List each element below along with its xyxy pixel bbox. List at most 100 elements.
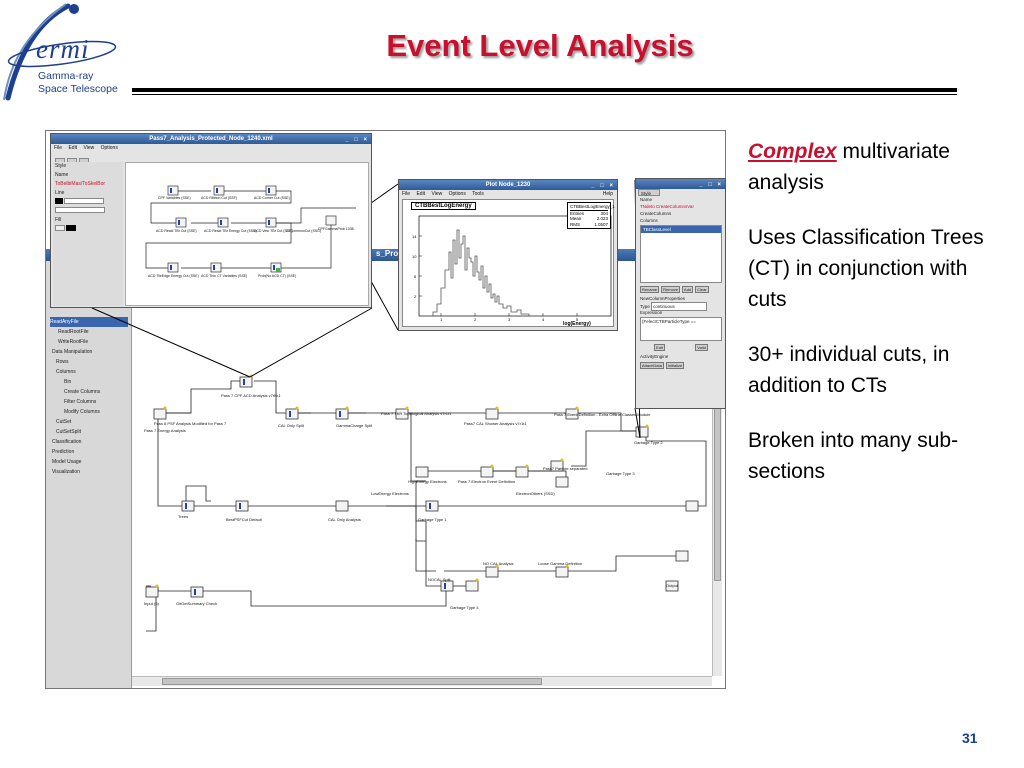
horizontal-scrollbar[interactable] — [132, 676, 712, 686]
subnode-label: ACD Resid TBr Cut (SSE) — [156, 229, 197, 233]
tree-item[interactable]: Modify Columns — [64, 409, 100, 415]
tree-item[interactable]: ReadRootFile — [58, 329, 89, 335]
tree-item[interactable]: WriteRootFile — [58, 339, 89, 345]
menu-item[interactable]: File — [54, 145, 63, 151]
svg-text:5: 5 — [576, 317, 579, 322]
fill-label: Fill — [55, 217, 62, 223]
menu-item[interactable]: Edit — [68, 145, 78, 151]
title-rule-thick — [132, 88, 957, 92]
style-tab[interactable]: Style — [638, 189, 660, 196]
menu-item[interactable]: View — [431, 191, 443, 197]
name-value: ToBelbiMas/ToSkelBor — [55, 181, 106, 187]
node-label: Garbage Type 3 — [606, 471, 635, 476]
tree-item-selected[interactable]: ReadAnyFile — [50, 317, 128, 327]
bullet-2: Uses Classification Trees (CT) in conjun… — [748, 226, 984, 311]
fill-selector[interactable] — [53, 225, 123, 234]
stats-value: 2.023 — [596, 216, 608, 221]
tree-item[interactable]: CutSet — [56, 419, 72, 425]
subnode-label: CPF Variables (SSE) — [158, 196, 191, 200]
x-axis-label: log(Energy) — [563, 321, 591, 327]
tree-item[interactable]: Bin — [64, 379, 72, 385]
type-row: Type continuous — [638, 302, 724, 311]
tree-item[interactable]: Filter Columns — [64, 399, 97, 405]
columns-list[interactable]: TBClassLevel — [640, 225, 722, 283]
menu-item[interactable]: Options — [100, 145, 118, 151]
style-tab[interactable]: Style — [55, 163, 67, 169]
properties-titlebar: _ □ × — [636, 179, 725, 189]
line-selector[interactable] — [53, 198, 123, 207]
svg-text:1: 1 — [440, 317, 443, 322]
clear-button[interactable]: Clear — [695, 286, 709, 293]
name-label: Name — [55, 172, 69, 178]
tree-item[interactable]: Columns — [56, 369, 76, 375]
menu-item[interactable]: File — [402, 191, 411, 197]
node-label: Output — [666, 583, 679, 588]
node-label: Pass 7 CPF ACD Analysis v7rNr1 — [221, 393, 281, 398]
node-label: GltGetSummary Check — [176, 601, 218, 606]
remove-button[interactable]: Remove — [661, 286, 681, 293]
tree-item[interactable]: Data Manipulation — [52, 349, 93, 355]
tree-item[interactable]: Model Usage — [52, 459, 82, 465]
stats-value: 304 — [600, 210, 608, 216]
node-label: Pass 7 TKR Topological Analysis v7r1t1 — [381, 411, 452, 416]
scrollbar-thumb[interactable] — [162, 678, 542, 685]
node-label: GammaCharge Split — [336, 423, 373, 428]
column-buttons: Rename Remove Add Clear — [638, 284, 724, 295]
subnode-label: ACD Ribbon Cut (SSF) — [201, 196, 237, 200]
node-label: Loose Gamma Definition — [538, 561, 583, 566]
xml-editor-window: Pass7_Analysis_Protected_Node_1240.xml _… — [50, 133, 372, 308]
xml-window-titlebar: Pass7_Analysis_Protected_Node_1240.xml _… — [51, 134, 371, 144]
column-item-selected[interactable]: TBClassLevel — [641, 226, 721, 233]
menu-item[interactable]: Tools — [472, 191, 484, 197]
node-label: Pass7 CAL Shower Analysis v7r1t1 — [464, 421, 527, 426]
tree-item[interactable]: Prediction — [52, 449, 75, 455]
node-label: BestPSFCut Default — [226, 517, 262, 522]
subnode-label: ACD Corner Cut (SSE) — [254, 196, 290, 200]
rename-button[interactable]: Rename — [640, 286, 660, 293]
menu-item[interactable]: Options — [448, 191, 466, 197]
attach-data-button[interactable]: AttachData — [640, 362, 664, 369]
node-label: Pass7 Particle separated — [543, 466, 588, 471]
node-label: Pass 7 Energy Analysis — [144, 428, 186, 433]
svg-text:2: 2 — [474, 317, 477, 322]
menu-item[interactable]: Edit — [416, 191, 426, 197]
window-controls[interactable]: _ □ × — [699, 182, 723, 188]
window-controls[interactable]: _ □ × — [345, 137, 369, 143]
histogram-line — [419, 229, 611, 317]
node-label: Garbage Type 1 — [418, 517, 447, 522]
add-button[interactable]: Add — [682, 286, 694, 293]
menu-item[interactable]: View — [83, 145, 95, 151]
line-style-selector[interactable] — [53, 207, 123, 216]
tree-item[interactable]: CutSetSplit — [56, 429, 82, 435]
node-label: Input (5) — [144, 601, 159, 606]
svg-text:2: 2 — [414, 294, 417, 299]
edit-button[interactable]: Edit — [654, 344, 666, 351]
menu-item[interactable]: Help — [602, 191, 613, 197]
plot-window-title: Plot Node_1230 — [485, 182, 531, 188]
tree-item[interactable]: Rows — [56, 359, 69, 365]
bullet-1-emphasis: Complex — [748, 140, 837, 163]
bullet-4: Broken into many sub-sections — [748, 429, 959, 483]
title-rule-thin — [132, 94, 957, 95]
histogram-title: CTBBestLogEnergy — [411, 202, 476, 210]
type-select[interactable]: continuous — [651, 302, 708, 311]
plot-window-titlebar: Plot Node_1230 _ □ × — [399, 180, 617, 190]
node-label: Pass 6 PSF Analysis Modified for Pass 7 — [154, 421, 227, 426]
node-label: Pass 7 Electron Event Definition — [458, 479, 516, 484]
tree-item[interactable]: Create Columns — [64, 389, 101, 395]
columns-label: Columns — [640, 218, 658, 223]
window-controls[interactable]: _ □ × — [591, 183, 615, 189]
expression-field[interactable]: (FelectCTBParticleType == — [640, 317, 722, 341]
node-label: Trees — [178, 514, 189, 519]
subnode-label: Prob(No ACD CT) (SSE) — [258, 274, 297, 278]
engine-buttons: AttachData Initialize — [638, 360, 724, 371]
tree-item[interactable]: Classification — [52, 439, 82, 445]
tree-item[interactable]: Visualization — [52, 469, 80, 475]
initialize-button[interactable]: Initialize — [665, 362, 685, 369]
valid-button[interactable]: Valid — [695, 344, 708, 351]
